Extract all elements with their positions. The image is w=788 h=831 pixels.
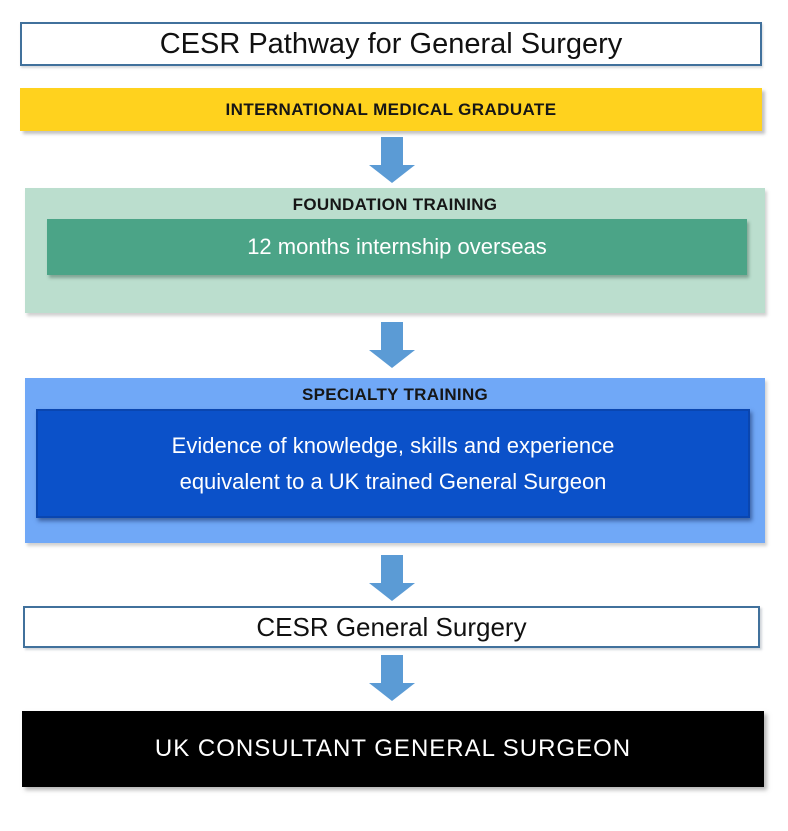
arrow-stem bbox=[381, 555, 403, 583]
diagram-title-box: CESR Pathway for General Surgery bbox=[20, 22, 762, 66]
down-arrow-icon bbox=[369, 137, 415, 183]
arrow-stem bbox=[381, 322, 403, 350]
stage-cesr-general-surgery: CESR General Surgery bbox=[23, 606, 760, 648]
specialty-detail-label: Evidence of knowledge, skills and experi… bbox=[171, 432, 615, 494]
foundation-detail-box: 12 months internship overseas bbox=[47, 219, 747, 275]
down-arrow-icon bbox=[369, 655, 415, 701]
down-arrow-icon bbox=[369, 555, 415, 601]
arrow-head bbox=[369, 350, 415, 368]
arrow-head bbox=[369, 683, 415, 701]
stage-specialty-training: SPECIALTY TRAINING Evidence of knowledge… bbox=[25, 378, 765, 543]
img-stage-label: INTERNATIONAL MEDICAL GRADUATE bbox=[225, 99, 557, 119]
down-arrow-icon bbox=[369, 322, 415, 368]
arrow-head bbox=[369, 165, 415, 183]
diagram-title: CESR Pathway for General Surgery bbox=[159, 27, 623, 60]
foundation-training-header: FOUNDATION TRAINING bbox=[292, 195, 498, 214]
specialty-training-header: SPECIALTY TRAINING bbox=[301, 385, 489, 404]
stage-foundation-training: FOUNDATION TRAINING 12 months internship… bbox=[25, 188, 765, 313]
stage-international-medical-graduate: INTERNATIONAL MEDICAL GRADUATE bbox=[20, 88, 762, 131]
arrow-stem bbox=[381, 137, 403, 165]
arrow-stem bbox=[381, 655, 403, 683]
consultant-stage-label: UK CONSULTANT GENERAL SURGEON bbox=[154, 735, 632, 762]
foundation-detail-label: 12 months internship overseas bbox=[247, 234, 547, 259]
cesr-stage-label: CESR General Surgery bbox=[256, 611, 527, 642]
stage-uk-consultant-general-surgeon: UK CONSULTANT GENERAL SURGEON bbox=[22, 711, 764, 787]
arrow-head bbox=[369, 583, 415, 601]
specialty-detail-box: Evidence of knowledge, skills and experi… bbox=[36, 409, 750, 518]
